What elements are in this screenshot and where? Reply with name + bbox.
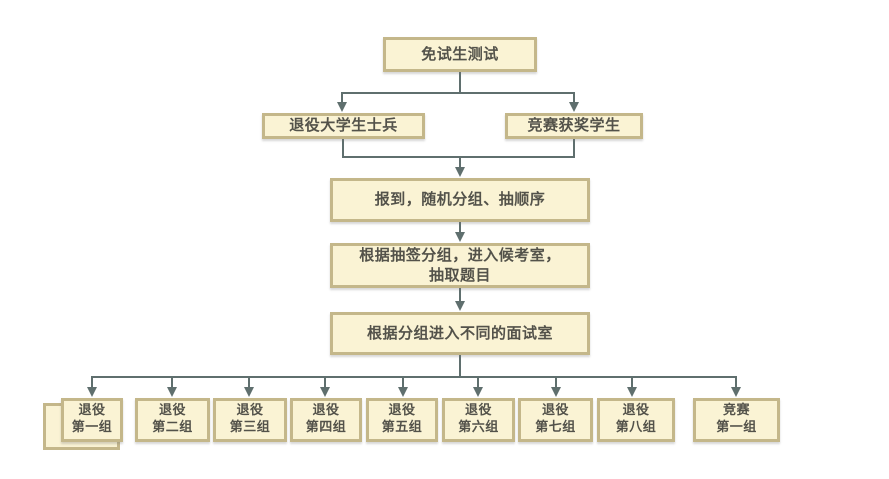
group-box-2: 退役 第二组 xyxy=(135,398,210,442)
node-veteran-students-label: 退役大学生士兵 xyxy=(289,116,398,135)
group-box-3: 退役 第三组 xyxy=(213,398,287,442)
group-box-9: 竞赛 第一组 xyxy=(693,398,780,442)
group-box-6-label: 退役 第六组 xyxy=(458,403,499,435)
group-box-8: 退役 第八组 xyxy=(597,398,675,442)
node-veteran-students: 退役大学生士兵 xyxy=(262,113,425,139)
group-box-7: 退役 第七组 xyxy=(518,398,593,442)
node-interview-rooms: 根据分组进入不同的面试室 xyxy=(330,312,590,355)
node-competition-students: 竞赛获奖学生 xyxy=(505,113,643,139)
group-box-4-label: 退役 第四组 xyxy=(305,403,347,435)
node-exempt-test: 免试生测试 xyxy=(383,37,537,72)
node-checkin: 报到，随机分组、抽顺序 xyxy=(330,178,590,222)
group-box-9-label: 竞赛 第一组 xyxy=(716,403,757,435)
group-box-5: 退役 第五组 xyxy=(366,398,438,442)
group-box-3-label: 退役 第三组 xyxy=(229,403,271,435)
node-exempt-test-label: 免试生测试 xyxy=(421,44,499,63)
group-box-1: 退役 第一组 xyxy=(61,398,123,442)
group-box-6: 退役 第六组 xyxy=(442,398,515,442)
group-box-4: 退役 第四组 xyxy=(290,398,362,442)
node-waiting-room: 根据抽签分组，进入候考室， 抽取题目 xyxy=(330,243,590,288)
node-waiting-room-label: 根据抽签分组，进入候考室， 抽取题目 xyxy=(359,246,561,284)
node-competition-students-label: 竞赛获奖学生 xyxy=(527,116,621,135)
group-box-1-label: 退役 第一组 xyxy=(71,403,113,435)
group-box-2-label: 退役 第二组 xyxy=(152,403,193,435)
group-box-5-label: 退役 第五组 xyxy=(381,403,423,435)
group-box-8-label: 退役 第八组 xyxy=(615,403,657,435)
node-interview-rooms-label: 根据分组进入不同的面试室 xyxy=(366,323,553,342)
group-box-7-label: 退役 第七组 xyxy=(535,403,576,435)
node-checkin-label: 报到，随机分组、抽顺序 xyxy=(374,190,546,209)
